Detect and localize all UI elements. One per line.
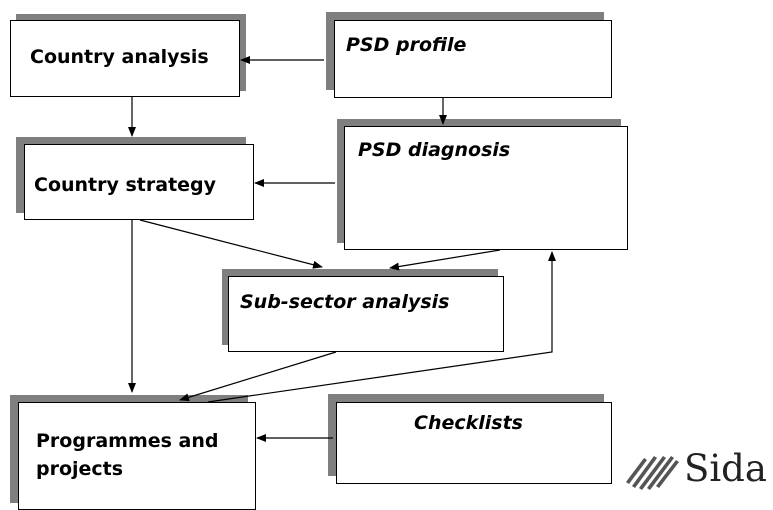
psd-diagnosis-label: PSD diagnosis <box>358 139 511 161</box>
programmes-projects-label-line1: Programmes and <box>36 430 219 452</box>
checklists-label: Checklists <box>414 412 523 434</box>
sida-logo-text: Sida <box>684 447 767 490</box>
arrow-psd-diagnosis-to-sub-sector <box>389 249 501 271</box>
sida-logo <box>626 456 679 490</box>
arrow-country-strategy-to-sub-sector <box>139 219 323 269</box>
arrow-sub-sector-to-programmes <box>179 351 337 402</box>
programmes-projects-label-line2: projects <box>36 458 124 480</box>
sida-stripes-icon <box>626 456 679 490</box>
arrow-programmes-to-psd-diagnosis <box>207 251 556 403</box>
sub-sector-analysis-label: Sub-sector analysis <box>240 291 450 313</box>
psd-profile-label: PSD profile <box>346 34 467 56</box>
country-analysis-label: Country analysis <box>30 46 209 68</box>
country-strategy-label: Country strategy <box>34 174 217 196</box>
